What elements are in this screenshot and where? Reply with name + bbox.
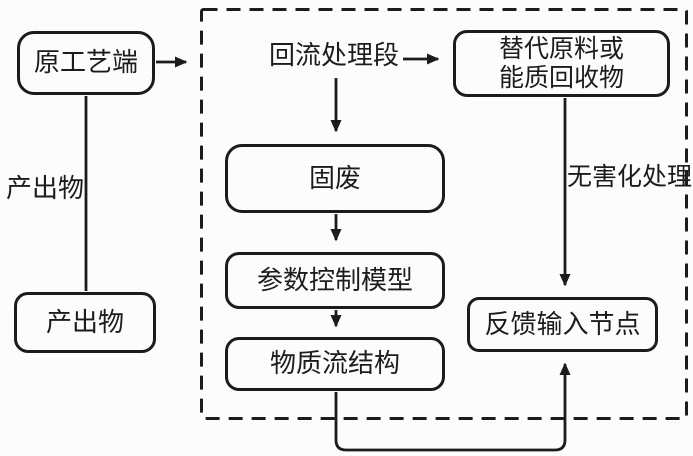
node-feedback-input-node: 反馈输入节点 [467, 297, 658, 352]
node-original-process: 原工艺端 [17, 31, 155, 95]
arrow-material-flow-to-feedback-node [334, 362, 571, 452]
node-output-product: 产出物 [14, 292, 156, 353]
node-alternative-material-line1: 替代原料或 [498, 35, 624, 63]
edge-label-harmless-treatment: 无害化处理 [567, 164, 693, 191]
node-feedback-input-node-label: 反馈输入节点 [484, 309, 641, 339]
node-alternative-material: 替代原料或 能质回收物 [453, 30, 670, 97]
node-parameter-control-model-label: 参数控制模型 [256, 265, 413, 295]
node-material-flow-structure: 物质流结构 [225, 337, 445, 391]
node-solid-waste-label: 固废 [308, 163, 361, 193]
dashed-boundary [200, 8, 688, 420]
node-alternative-material-line2: 能质回收物 [498, 64, 624, 92]
edge-label-output-product: 产出物 [6, 174, 85, 203]
node-solid-waste: 固废 [225, 144, 445, 213]
node-material-flow-structure-label: 物质流结构 [269, 349, 400, 378]
label-reflux-section: 回流处理段 [268, 41, 399, 70]
node-original-process-label: 原工艺端 [33, 48, 138, 77]
node-output-product-label: 产出物 [45, 307, 124, 337]
node-parameter-control-model: 参数控制模型 [225, 252, 445, 309]
